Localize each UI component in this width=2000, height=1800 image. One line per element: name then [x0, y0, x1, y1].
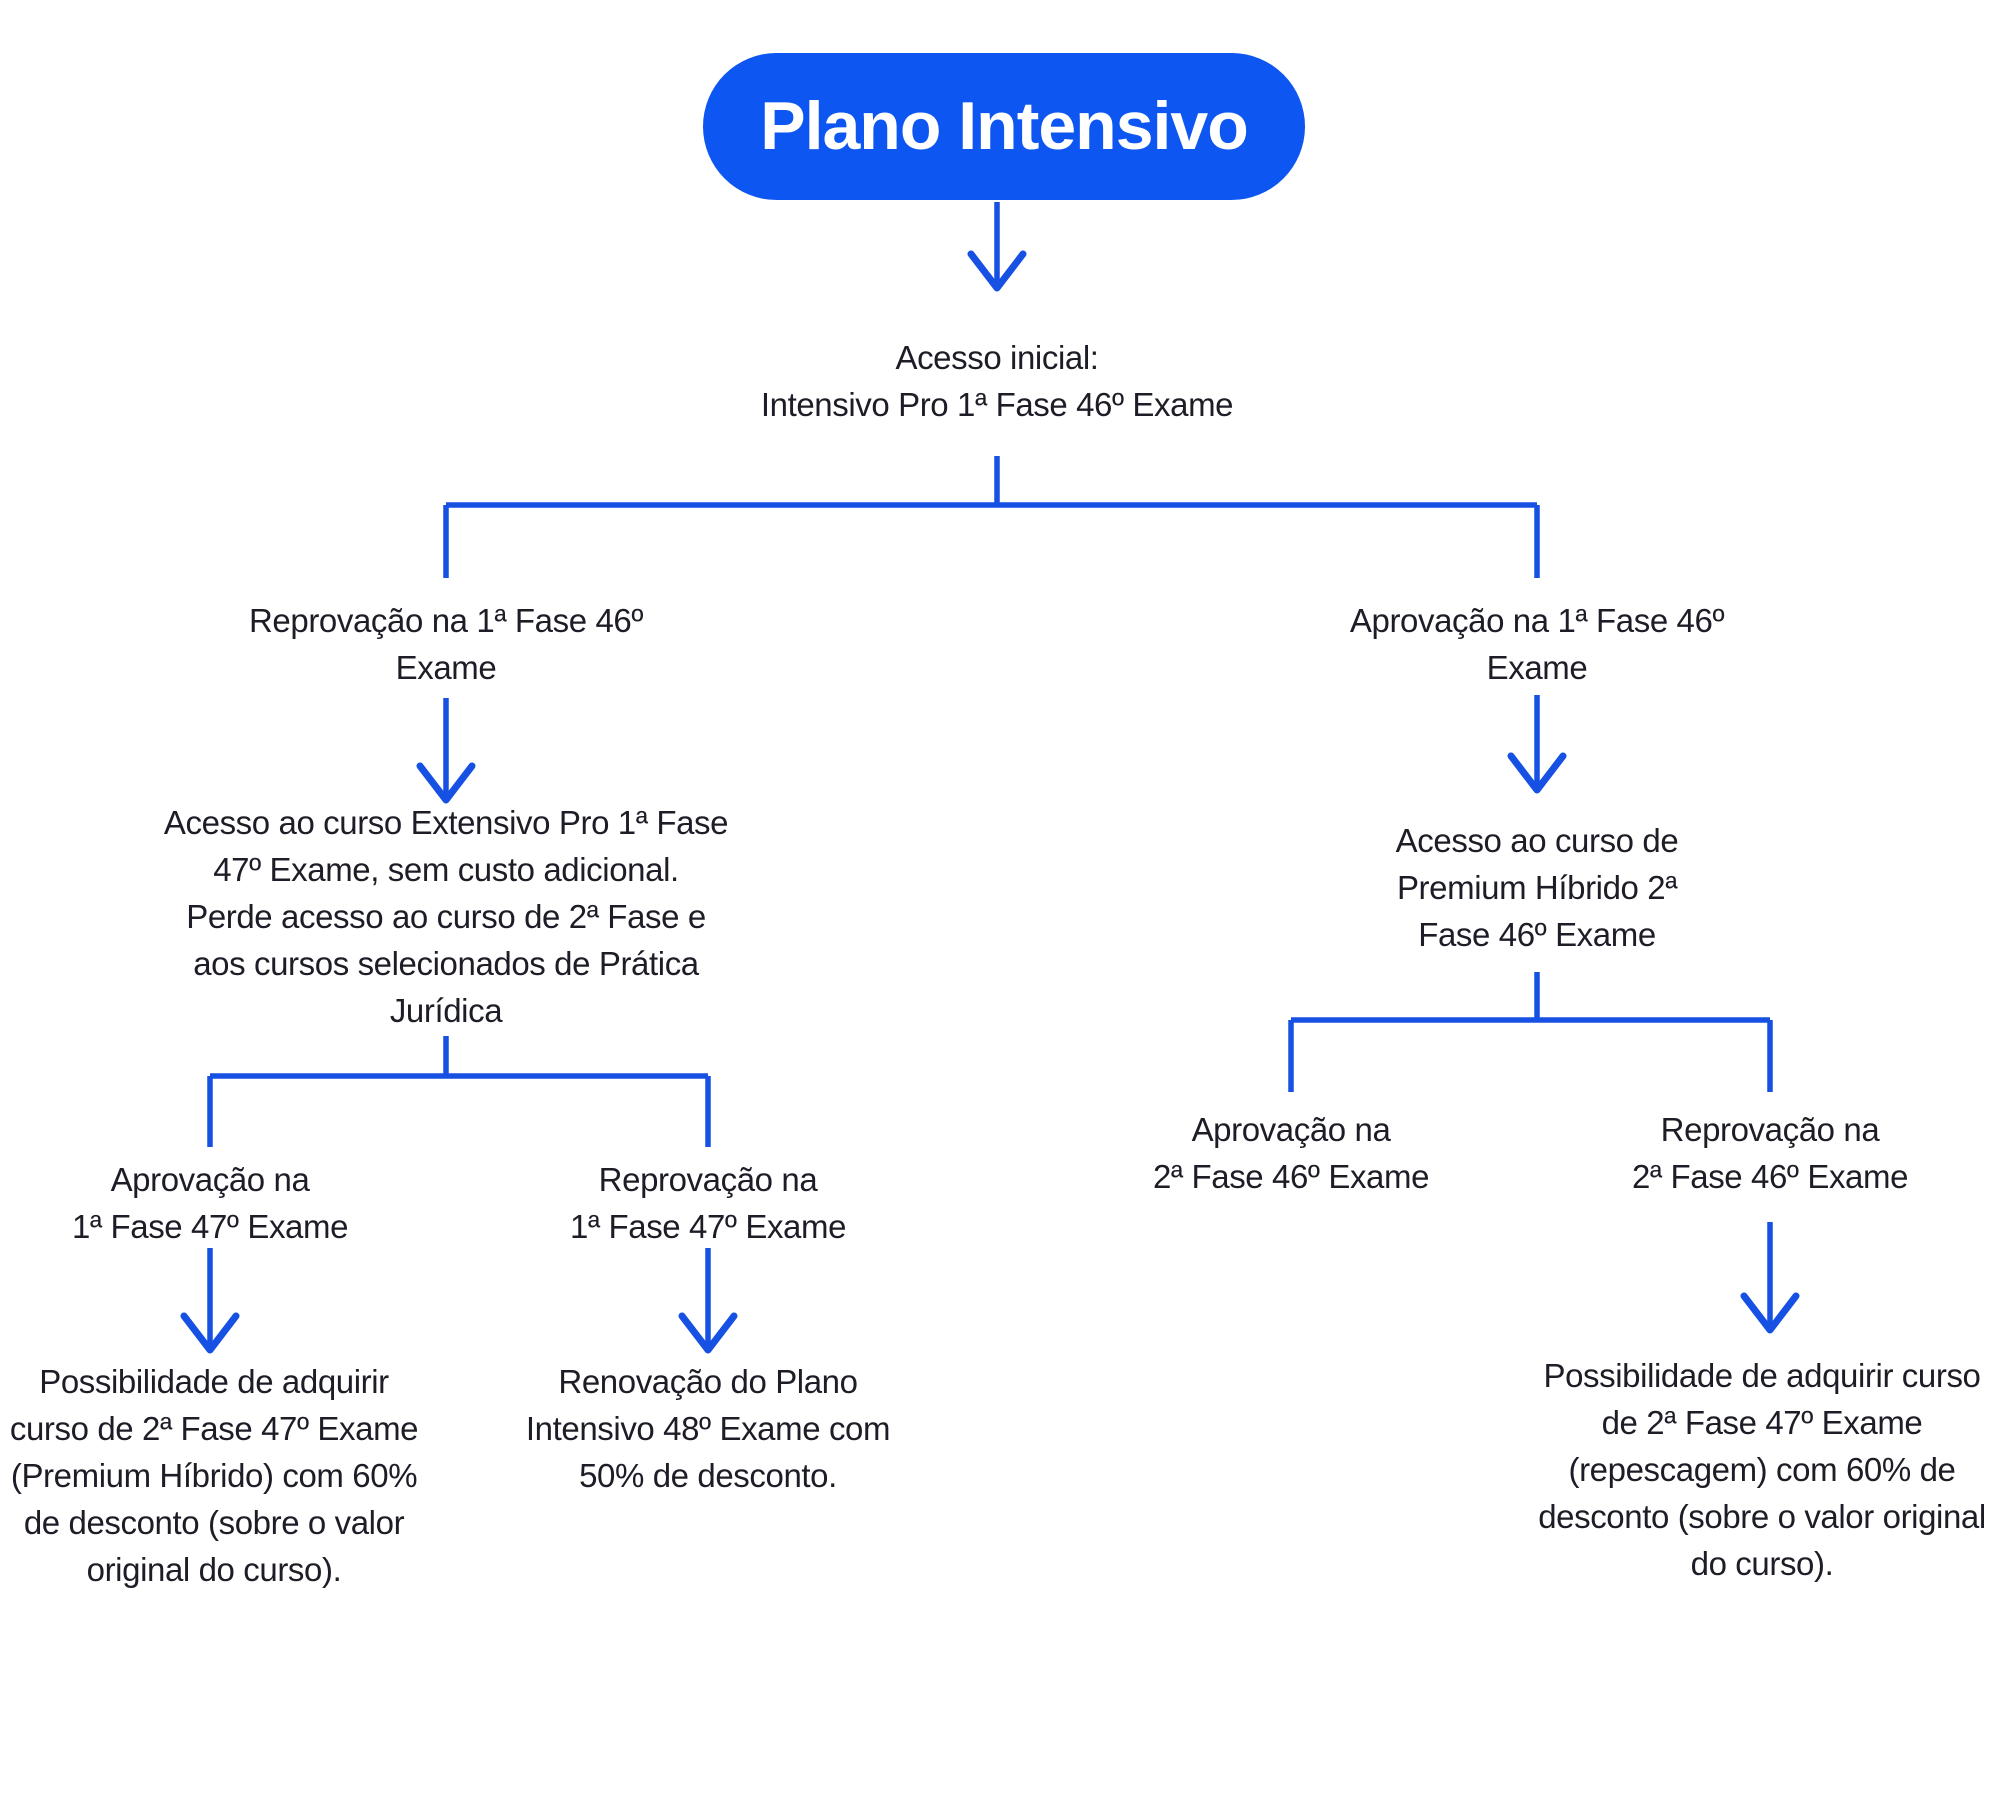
- node-text-line: Exame: [395, 649, 497, 686]
- node-renewal-48: Renovação do Plano Intensivo 48º Exame c…: [525, 1358, 891, 1499]
- node-pass-phase1-46: Aprovação na 1ª Fase 46º Exame: [1349, 597, 1725, 691]
- node-text-line: Possibilidade de adquirir curso: [1543, 1357, 1981, 1394]
- node-text-line: Acesso inicial:: [895, 339, 1099, 376]
- node-buy-phase2-47: Possibilidade de adquirir curso de 2ª Fa…: [9, 1358, 419, 1593]
- node-text-line: Exame: [1486, 649, 1588, 686]
- node-initial-access: Acesso inicial: Intensivo Pro 1ª Fase 46…: [760, 334, 1234, 428]
- arrow-down-icon: [1507, 752, 1567, 794]
- node-text-line: do curso).: [1690, 1545, 1834, 1582]
- connector-split-3: [1288, 972, 1773, 1092]
- node-text-line: Possibilidade de adquirir: [39, 1363, 389, 1400]
- node-text-line: 1ª Fase 47º Exame: [71, 1208, 349, 1245]
- node-fail-phase1-46: Reprovação na 1ª Fase 46º Exame: [249, 597, 643, 691]
- arrow-down-icon: [967, 250, 1027, 292]
- node-text-line: de desconto (sobre o valor: [23, 1504, 405, 1541]
- connector-split-2: [207, 1036, 711, 1147]
- node-extensivo-access: Acesso ao curso Extensivo Pro 1ª Fase 47…: [163, 799, 729, 1034]
- node-text-line: Jurídica: [389, 992, 503, 1029]
- node-buy-repescagem-47: Possibilidade de adquirir curso de 2ª Fa…: [1538, 1352, 1986, 1587]
- node-text-line: 2ª Fase 46º Exame: [1152, 1158, 1430, 1195]
- root-node-plano-intensivo: Plano Intensivo: [703, 53, 1305, 200]
- node-text-line: original do curso).: [86, 1551, 342, 1588]
- node-text-line: Acesso ao curso de: [1395, 822, 1679, 859]
- node-text-line: 47º Exame, sem custo adicional.: [213, 851, 679, 888]
- node-text-line: Aprovação na: [110, 1161, 310, 1198]
- node-text-line: de 2ª Fase 47º Exame: [1601, 1404, 1923, 1441]
- node-text-line: (repescagem) com 60% de: [1568, 1451, 1956, 1488]
- node-text-line: 2ª Fase 46º Exame: [1631, 1158, 1909, 1195]
- node-pass-phase2-46: Aprovação na 2ª Fase 46º Exame: [1152, 1106, 1430, 1200]
- node-fail-phase1-47: Reprovação na 1ª Fase 47º Exame: [569, 1156, 847, 1250]
- arrow-down-icon: [416, 762, 476, 804]
- node-text-line: Perde acesso ao curso de 2ª Fase e: [186, 898, 706, 935]
- node-text-line: Reprovação na 1ª Fase 46º: [248, 602, 644, 639]
- arrow-down-icon: [180, 1312, 240, 1354]
- node-text-line: curso de 2ª Fase 47º Exame: [9, 1410, 419, 1447]
- node-text-line: Acesso ao curso Extensivo Pro 1ª Fase: [163, 804, 729, 841]
- node-text-line: Reprovação na: [598, 1161, 818, 1198]
- node-text-line: desconto (sobre o valor original: [1538, 1498, 1986, 1535]
- node-fail-phase2-46: Reprovação na 2ª Fase 46º Exame: [1631, 1106, 1909, 1200]
- node-text-line: Reprovação na: [1660, 1111, 1880, 1148]
- node-text-line: Aprovação na: [1191, 1111, 1391, 1148]
- arrow-down-icon: [1740, 1292, 1800, 1334]
- node-text-line: Fase 46º Exame: [1418, 916, 1656, 953]
- node-text-line: 50% de desconto.: [579, 1457, 837, 1494]
- node-premium-access: Acesso ao curso de Premium Híbrido 2ª Fa…: [1396, 817, 1679, 958]
- node-pass-phase1-47: Aprovação na 1ª Fase 47º Exame: [71, 1156, 349, 1250]
- node-text-line: Aprovação na 1ª Fase 46º: [1349, 602, 1725, 639]
- arrow-down-icon: [678, 1312, 738, 1354]
- node-text-line: 1ª Fase 47º Exame: [569, 1208, 847, 1245]
- node-text-line: Intensivo Pro 1ª Fase 46º Exame: [760, 386, 1234, 423]
- node-text-line: (Premium Híbrido) com 60%: [10, 1457, 418, 1494]
- node-text-line: Intensivo 48º Exame com: [525, 1410, 891, 1447]
- node-text-line: Premium Híbrido 2ª: [1396, 869, 1678, 906]
- node-text-line: Renovação do Plano: [558, 1363, 858, 1400]
- connector-split-1: [443, 456, 1540, 578]
- node-text-line: aos cursos selecionados de Prática: [193, 945, 699, 982]
